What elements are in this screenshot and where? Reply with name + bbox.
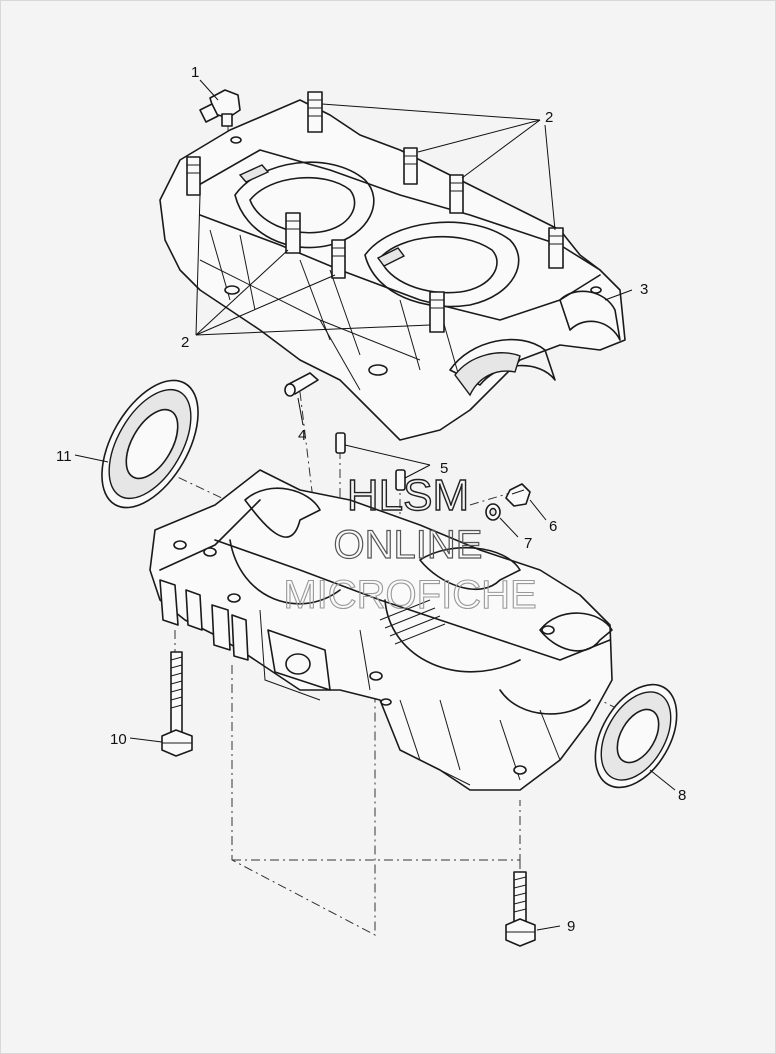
washer-7 [485,503,501,521]
elbow-fitting [199,89,241,127]
callout-11: 11 [56,448,72,465]
callout-5: 5 [440,460,448,477]
stud-3 [449,174,464,214]
stud-1 [307,91,323,133]
stud-7 [331,239,346,279]
cylinder-studs [186,91,564,333]
dowel-pins-5 [335,432,406,491]
stud-4 [548,227,564,269]
watermark-line-3: MICROFICHE [283,573,536,617]
callout-10: 10 [110,731,127,748]
crankcase-bolt-10 [161,651,193,757]
callout-3: 3 [640,281,648,298]
watermark-line-1: HLSM [347,471,469,520]
dowel-pin-4 [284,372,319,397]
watermark: HLSM ONLINE MICROFICHE [283,470,537,617]
callout-1: 1 [191,64,199,81]
callout-7: 7 [524,535,532,552]
crankcase-bolt-9 [505,871,536,947]
stud-2 [403,147,418,185]
stud-6 [285,212,301,254]
callout-6: 6 [549,518,557,535]
callout-9: 9 [567,918,575,935]
lower-crankcase [149,469,613,791]
callout-2-top: 2 [545,109,553,126]
callout-8: 8 [678,787,686,804]
callout-4: 4 [298,427,306,444]
watermark-line-2: ONLINE [334,523,483,567]
oil-seal-8 [594,683,678,789]
stud-5 [186,156,201,196]
stud-8 [429,291,445,333]
callout-labels: 1 2 2 3 4 5 6 7 8 9 10 11 [56,64,686,935]
oil-seal-11 [101,379,199,509]
bolt-6 [505,483,531,507]
leader-lines [74,79,676,931]
callout-2-left: 2 [181,334,189,351]
